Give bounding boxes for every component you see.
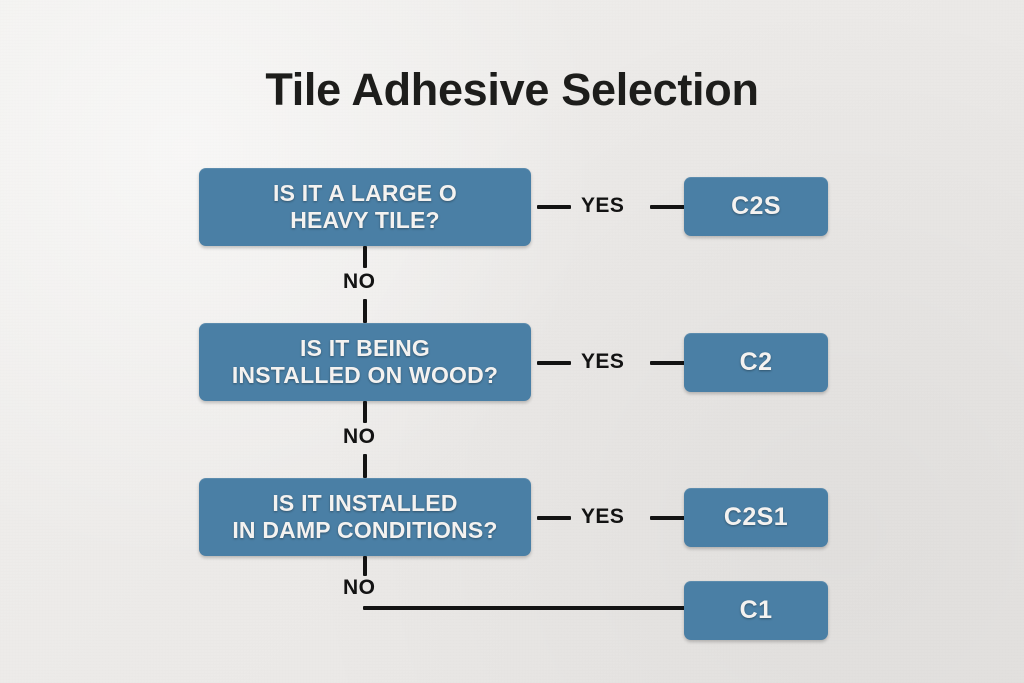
- result-node-c2s[interactable]: C2S: [684, 177, 828, 236]
- edge-label-q2-no: NO: [343, 425, 376, 448]
- result-node-c2[interactable]: C2: [684, 333, 828, 392]
- connector-q2-yes-stub-left: [537, 361, 571, 365]
- connector-q3-yes-stub-left: [537, 516, 571, 520]
- connector-q2-no-upper: [363, 401, 367, 423]
- connector-q2-no-lower: [363, 454, 367, 478]
- decision-q2-text: IS IT BEING INSTALLED ON WOOD?: [232, 335, 498, 389]
- edge-label-q2-yes: YES: [581, 350, 625, 373]
- connector-q1-no-lower: [363, 299, 367, 323]
- decision-q1-line2: HEAVY TILE?: [290, 207, 440, 233]
- connector-q3-no-vertical: [363, 556, 367, 576]
- decision-q2-line2: INSTALLED ON WOOD?: [231, 362, 499, 388]
- decision-node-q3[interactable]: IS IT INSTALLED IN DAMP CONDITIONS?: [199, 478, 531, 556]
- connector-q1-yes-stub-left: [537, 205, 571, 209]
- edge-label-q3-no: NO: [343, 576, 376, 599]
- decision-q3-text: IS IT INSTALLED IN DAMP CONDITIONS?: [232, 490, 497, 544]
- decision-q1-text: IS IT A LARGE O HEAVY TILE?: [273, 180, 457, 234]
- decision-q2-line1: IS IT BEING: [300, 334, 430, 361]
- edge-label-q1-yes: YES: [581, 194, 625, 217]
- decision-node-q2[interactable]: IS IT BEING INSTALLED ON WOOD?: [199, 323, 531, 401]
- connector-q2-yes-stub-right: [650, 361, 686, 365]
- connector-q1-no-upper: [363, 246, 367, 268]
- connector-q1-yes-stub-right: [650, 205, 686, 209]
- decision-node-q1[interactable]: IS IT A LARGE O HEAVY TILE?: [199, 168, 531, 246]
- decision-q3-line1: IS IT INSTALLED: [272, 489, 458, 516]
- edge-label-q1-no: NO: [343, 270, 376, 293]
- connector-q3-yes-stub-right: [650, 516, 686, 520]
- page-title: Tile Adhesive Selection: [265, 64, 759, 115]
- result-node-c1[interactable]: C1: [684, 581, 828, 640]
- connector-q3-no-horizontal: [363, 606, 686, 610]
- decision-q1-line1: IS IT A LARGE O: [272, 179, 458, 206]
- result-node-c2s1[interactable]: C2S1: [684, 488, 828, 547]
- decision-q3-line2: IN DAMP CONDITIONS?: [232, 517, 498, 543]
- edge-label-q3-yes: YES: [581, 505, 625, 528]
